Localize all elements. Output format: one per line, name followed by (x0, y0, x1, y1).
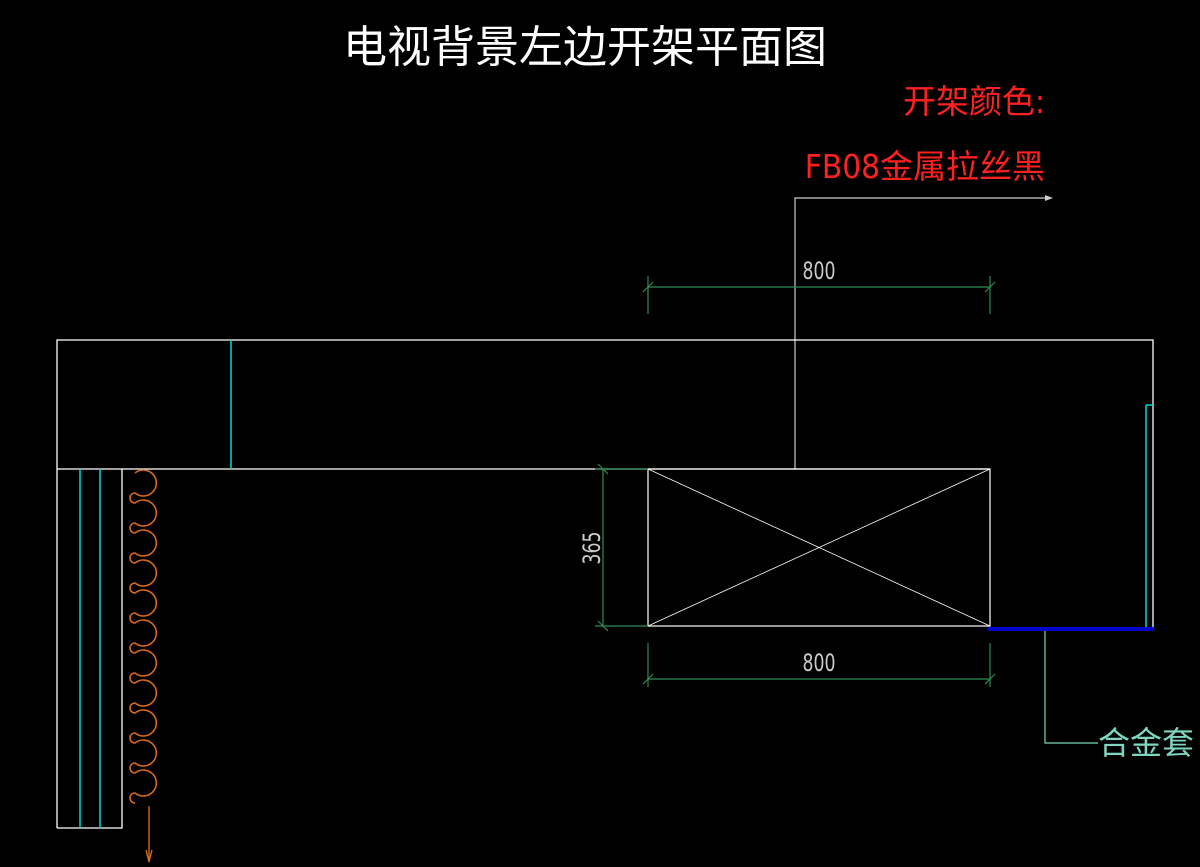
alloy-sleeve-strip (988, 627, 1154, 631)
color-note-line1: 开架颜色: (903, 82, 1045, 121)
dimension-depth (595, 463, 648, 632)
wall-outline (56, 339, 1154, 829)
note-leader (794, 195, 1053, 469)
open-shelf (647, 468, 991, 627)
dimension-bottom-value: 800 (803, 650, 836, 678)
color-note-line2: FB08金属拉丝黑 (805, 147, 1045, 186)
dimension-bottom (642, 643, 996, 687)
curtain-symbol (129, 469, 158, 804)
alloy-leader (1044, 631, 1098, 744)
drawing-title: 电视背景左边开架平面图 (343, 22, 827, 73)
alloy-sleeve-label: 合金套 (1098, 724, 1194, 762)
curtain-end-marker (145, 806, 153, 863)
dimension-depth-value: 365 (579, 532, 607, 565)
dimension-top (642, 276, 996, 314)
dimension-top-value: 800 (803, 258, 836, 286)
partition-lines (79, 340, 1153, 828)
